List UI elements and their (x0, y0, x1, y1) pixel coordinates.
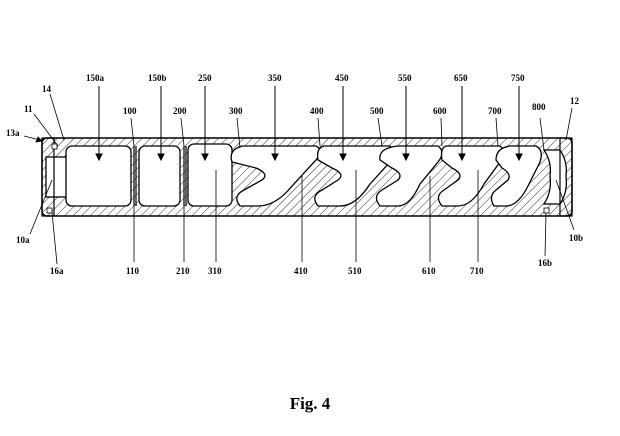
figure-caption: Fig. 4 (289, 394, 331, 413)
label-410: 410 (294, 266, 308, 276)
label-11: 11 (24, 104, 33, 114)
entry-bore (45, 156, 69, 198)
label-13a: 13a (6, 128, 20, 138)
label-10a: 10a (16, 235, 30, 245)
flow-arrows (95, 86, 523, 162)
label-450: 450 (335, 73, 349, 83)
label-700: 700 (488, 106, 502, 116)
baffle-chamber-550 (375, 145, 443, 207)
label-150a: 150a (86, 73, 105, 83)
label-310: 310 (208, 266, 222, 276)
chamber-150b (138, 145, 181, 207)
leader-lines (23, 93, 575, 265)
front-end-cap (41, 137, 55, 217)
label-510: 510 (348, 266, 362, 276)
label-14: 14 (42, 84, 52, 94)
label-800: 800 (532, 102, 546, 112)
label-300: 300 (229, 106, 243, 116)
label-16a: 16a (50, 266, 64, 276)
label-600: 600 (433, 106, 447, 116)
baffle-chamber-750 (490, 145, 542, 207)
label-250: 250 (198, 73, 212, 83)
label-100: 100 (123, 106, 137, 116)
seal-11 (51, 143, 58, 150)
label-16b: 16b (538, 258, 552, 268)
label-10b: 10b (569, 233, 583, 243)
label-500: 500 (370, 106, 384, 116)
label-750: 750 (511, 73, 525, 83)
reference-labels: 13a 11 14 10a 16a 150a 150b 100 110 200 … (6, 73, 583, 276)
label-210: 210 (176, 266, 190, 276)
label-550: 550 (398, 73, 412, 83)
label-610: 610 (422, 266, 436, 276)
chamber-200 (187, 143, 233, 207)
label-350: 350 (268, 73, 282, 83)
label-12: 12 (570, 96, 580, 106)
label-110: 110 (126, 266, 140, 276)
seal-16b (543, 207, 550, 214)
seal-16a (46, 207, 53, 214)
label-710: 710 (470, 266, 484, 276)
internal-chambers (45, 143, 568, 207)
label-650: 650 (454, 73, 468, 83)
label-400: 400 (310, 106, 324, 116)
label-150b: 150b (148, 73, 167, 83)
label-200: 200 (173, 106, 187, 116)
